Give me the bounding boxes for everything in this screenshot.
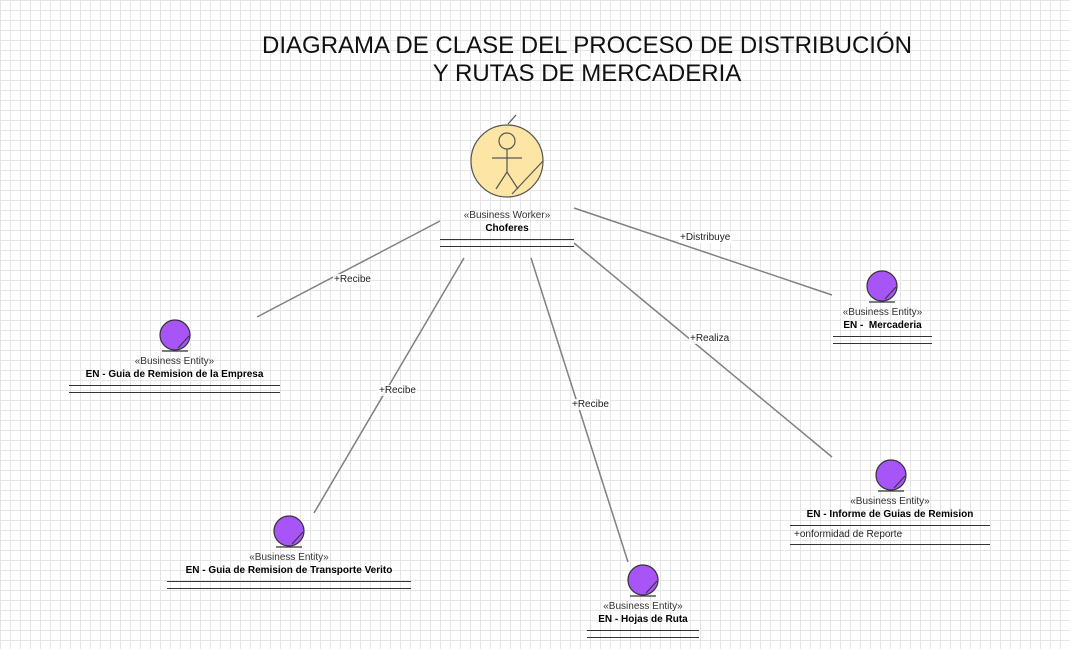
association-line-realiza[interactable] <box>573 242 833 458</box>
compartment-divider <box>587 637 699 638</box>
stereotype-label: «Business Entity» <box>842 307 923 318</box>
entity-guia-remision-empresa[interactable]: «Business Entity» EN - Guia de Remision … <box>69 356 280 393</box>
stereotype-label: «Business Entity» <box>603 601 683 612</box>
business-entity-icon[interactable] <box>158 319 192 353</box>
association-label: +Recibe <box>378 385 417 396</box>
class-name: EN - Informe de Guias de Remision <box>806 509 974 520</box>
compartment-divider <box>69 385 280 386</box>
class-name: Choferes <box>485 223 529 234</box>
entity-informe-guias-remision[interactable]: «Business Entity» EN - Informe de Guias … <box>790 496 990 545</box>
class-name: EN - Guia de Remision de Transporte Veri… <box>185 565 393 576</box>
association-line-recibe-empresa[interactable] <box>256 220 441 318</box>
business-entity-icon[interactable] <box>626 564 660 598</box>
stereotype-label: «Business Entity» <box>134 356 215 367</box>
business-entity-icon[interactable] <box>272 515 306 549</box>
class-name: EN - Hojas de Ruta <box>598 614 688 625</box>
entity-guia-remision-transporte-verito[interactable]: «Business Entity» EN - Guia de Remision … <box>167 552 411 589</box>
association-label: +Distribuye <box>679 232 732 243</box>
association-label: +Realiza <box>689 333 731 344</box>
stereotype-label: «Business Worker» <box>463 210 551 221</box>
compartment-divider <box>69 392 280 393</box>
compartment-divider <box>167 581 411 582</box>
compartment-divider <box>167 588 411 589</box>
compartment-divider <box>833 336 932 337</box>
compartment-divider <box>833 343 932 344</box>
association-label: +Recibe <box>571 399 610 410</box>
association-label: +Recibe <box>333 274 372 285</box>
compartment-divider <box>587 630 699 631</box>
title-line-2: Y RUTAS DE MERCADERIA <box>432 60 742 87</box>
diagram-title: DIAGRAMA DE CLASE DEL PROCESO DE DISTRIB… <box>187 32 987 88</box>
class-attribute: +onformidad de Reporte <box>794 529 903 540</box>
compartment-divider <box>790 544 990 545</box>
compartment-divider <box>440 246 574 247</box>
association-line-distribuye[interactable] <box>573 207 833 296</box>
business-worker-icon[interactable] <box>468 114 548 200</box>
compartment-divider <box>790 525 990 526</box>
title-line-1: DIAGRAMA DE CLASE DEL PROCESO DE DISTRIB… <box>262 32 912 59</box>
association-line-recibe-hojas[interactable] <box>530 257 629 563</box>
business-entity-icon[interactable] <box>865 270 899 304</box>
class-name: EN - Mercaderia <box>843 320 922 331</box>
stereotype-label: «Business Entity» <box>850 496 930 507</box>
entity-hojas-de-ruta[interactable]: «Business Entity» EN - Hojas de Ruta <box>587 601 699 638</box>
entity-mercaderia[interactable]: «Business Entity» EN - Mercaderia <box>833 307 932 344</box>
business-entity-icon[interactable] <box>874 459 908 493</box>
compartment-divider <box>440 239 574 240</box>
class-name: EN - Guia de Remision de la Empresa <box>85 369 264 380</box>
stereotype-label: «Business Entity» <box>249 552 329 563</box>
business-worker-choferes[interactable]: «Business Worker» Choferes <box>440 210 574 247</box>
